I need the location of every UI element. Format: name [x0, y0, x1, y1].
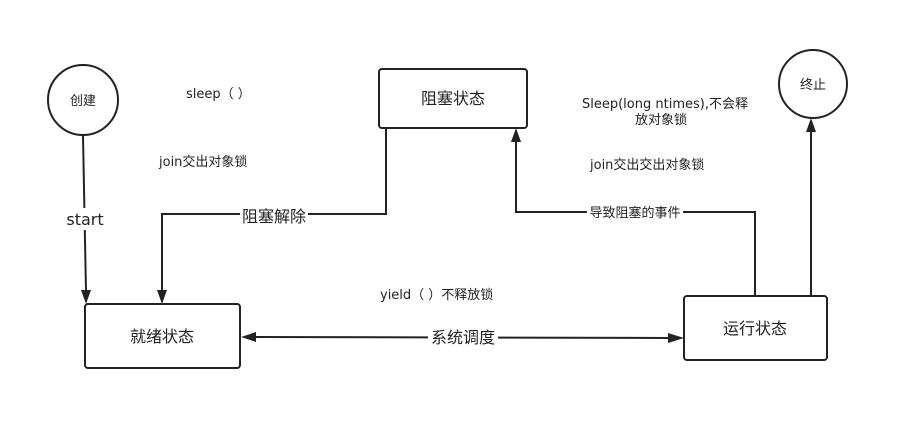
edge-label-start-bg: [64, 208, 106, 230]
node-ready: [84, 303, 241, 369]
note-sleep-long-line2: 放对象锁: [635, 112, 687, 128]
arrowhead-ready-from-running: [241, 332, 256, 342]
node-running: [683, 295, 828, 361]
edge-label-unblock: 阻塞解除: [242, 207, 306, 226]
node-terminated: [778, 49, 848, 119]
node-running-label: 运行状态: [723, 319, 787, 338]
arrowhead-ready-from-blocked: [157, 290, 167, 304]
note-sleep-long-line1: Sleep(long ntimes),不会释: [582, 97, 748, 112]
arrowhead-running-from-ready: [668, 333, 684, 343]
note-yield: yield（ ）不释放锁: [380, 287, 493, 303]
node-terminated-label: 终止: [800, 77, 826, 93]
node-create: [47, 64, 119, 136]
edge-label-unblock-bg: [240, 205, 308, 227]
edge-label-schedule-bg: [428, 327, 498, 349]
edge-label-schedule: 系统调度: [431, 328, 495, 347]
note-join-right: join交出交出对象锁: [589, 157, 704, 173]
node-blocked: [378, 68, 528, 129]
arrowhead-ready-from-create: [81, 290, 91, 304]
edge-label-start: start: [66, 210, 103, 229]
arrowhead-terminated-from-running: [806, 118, 816, 132]
node-ready-label: 就绪状态: [130, 327, 194, 346]
note-join-left: join交出对象锁: [158, 154, 247, 170]
node-blocked-label: 阻塞状态: [421, 89, 485, 108]
arrowhead-blocked-from-running: [511, 128, 521, 142]
edge-label-block-event: 导致阻塞的事件: [589, 205, 680, 221]
note-sleep: sleep（ ）: [186, 87, 251, 102]
node-create-label: 创建: [70, 94, 96, 109]
edge-label-block-event-bg: [587, 203, 683, 221]
